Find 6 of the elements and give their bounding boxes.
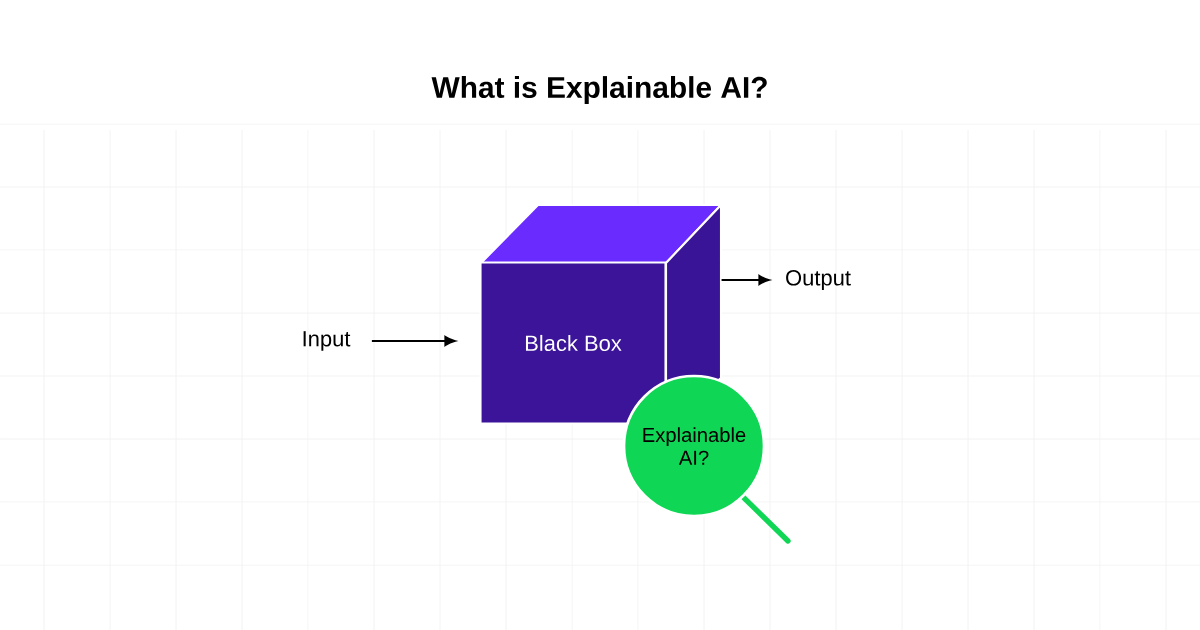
title: What is Explainable AI? xyxy=(431,76,767,104)
node-label: Input xyxy=(303,331,351,351)
magnifier: Explainable AI? xyxy=(622,374,791,544)
node-label: Output xyxy=(786,270,851,290)
arrow xyxy=(371,335,457,347)
arrow xyxy=(720,274,771,286)
